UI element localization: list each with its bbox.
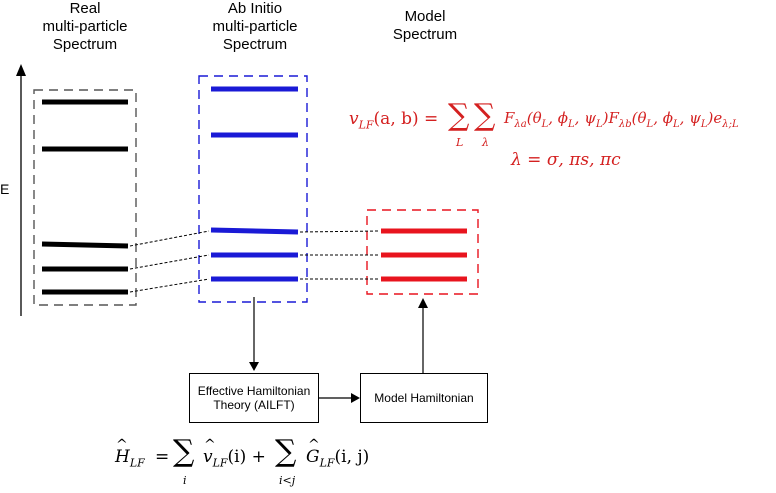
correspondence-lines: [129, 230, 380, 293]
sum-lambda-symbol: ∑: [474, 98, 496, 133]
model-hamiltonian-label: Model Hamiltonian: [374, 391, 474, 405]
real-spectrum-box: [33, 89, 137, 306]
effective-line1: Effective Hamiltonian: [197, 384, 311, 398]
model-title-line2: Spectrum: [392, 26, 458, 43]
abinitio-title-line2: multi-particle: [212, 18, 298, 35]
model-levels: [381, 228, 467, 282]
model-spectrum-box: [366, 209, 479, 295]
abinitio-levels: [210, 86, 299, 282]
model-title-line1: Model: [404, 8, 446, 25]
vlf-equation: vLF(a, b) = ∑ L ∑ λ Fλa(θL, ϕL, ψL)Fλb(θ…: [349, 98, 739, 149]
sum-i-symbol: ∑: [173, 434, 195, 469]
model-hamiltonian-box: Model Hamiltonian: [360, 373, 488, 423]
energy-axis-label: E: [0, 181, 10, 197]
sum-L-symbol: ∑: [448, 98, 470, 133]
lambda-values: λ = σ, πs, πc: [511, 150, 621, 170]
real-title-line2: multi-particle: [42, 18, 128, 35]
real-level: [41, 241, 129, 249]
effective-hamiltonian-box: Effective Hamiltonian Theory (AILFT): [189, 373, 319, 423]
real-levels: [41, 99, 129, 295]
hamiltonian-equation: ^HLF = ∑ i ^vLF(i) + ∑ i<j ^GLF(i, j): [115, 434, 370, 487]
abinitio-title-line3: Spectrum: [222, 36, 288, 53]
abinitio-spectrum-box: [198, 75, 308, 303]
sum-ij-symbol: ∑: [275, 434, 297, 469]
real-spectrum-title: Real multi-particle Spectrum: [30, 0, 140, 54]
model-spectrum-title: Model Spectrum: [375, 8, 475, 44]
energy-axis-arrow: [16, 64, 26, 316]
abinitio-title-line1: Ab Initio: [227, 0, 283, 17]
effective-line2: Theory (AILFT): [213, 398, 295, 412]
real-title-line1: Real: [69, 0, 101, 17]
abinitio-spectrum-title: Ab Initio multi-particle Spectrum: [195, 0, 315, 54]
abinitio-level: [210, 227, 299, 235]
real-title-line3: Spectrum: [52, 36, 118, 53]
flow-arrows: [249, 297, 428, 403]
